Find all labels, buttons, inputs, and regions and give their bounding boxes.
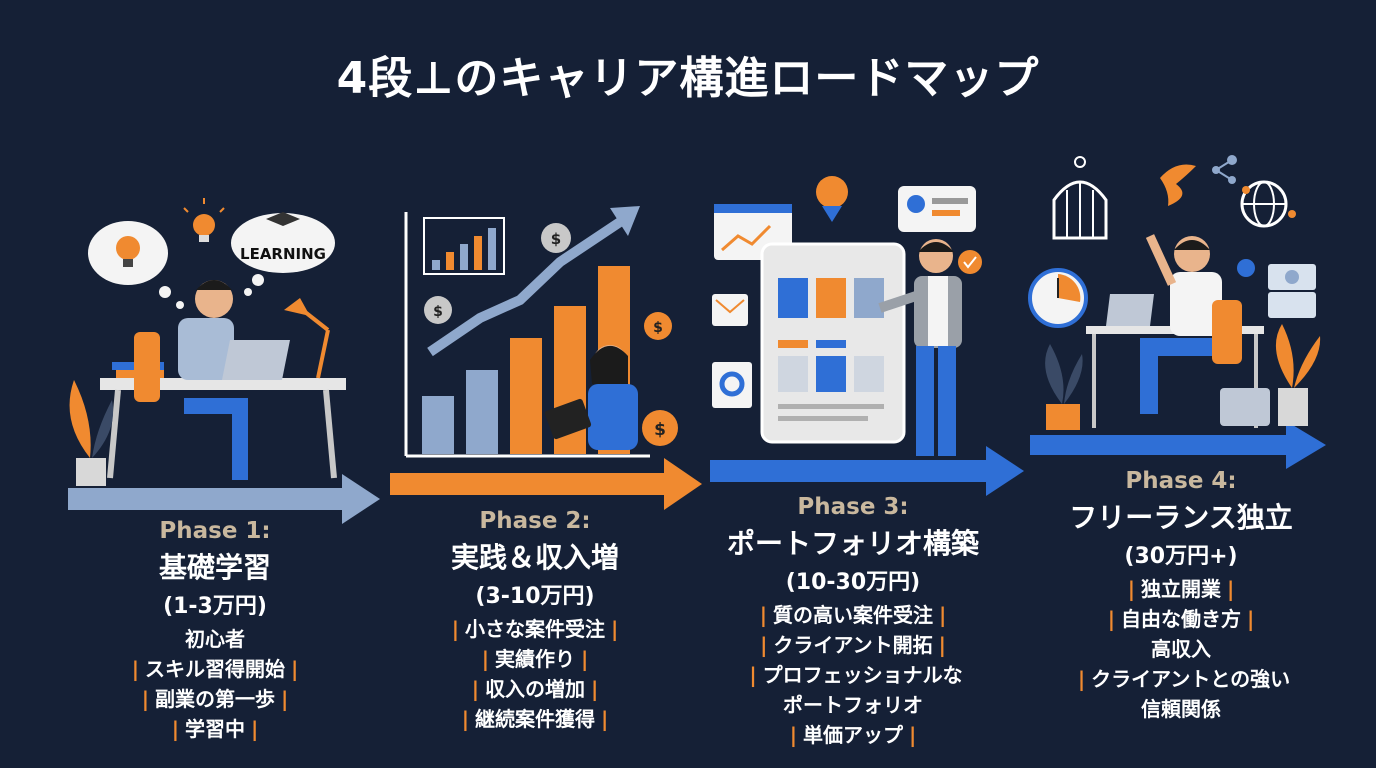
growth-arrow-icon	[427, 217, 623, 357]
svg-text:$: $	[433, 304, 443, 320]
arrow-phase-1	[68, 474, 380, 524]
phase-item: |単価アップ|	[789, 723, 917, 747]
bird-icon	[1160, 164, 1196, 206]
phase-range: (30万円+)	[1124, 544, 1238, 569]
phase-4-scene	[1028, 155, 1321, 430]
coin-icon: $	[644, 312, 672, 340]
phase-item: |継続案件獲得|	[461, 707, 609, 731]
svg-text:$: $	[653, 320, 663, 336]
money-bag-icon: $	[541, 223, 571, 253]
phase-range: (10-30万円)	[785, 570, 921, 595]
plant-pot-icon	[1278, 388, 1308, 426]
phase-name: ポートフォリオ構築	[726, 527, 979, 560]
share-icon	[1212, 155, 1237, 184]
phase-item: |クライアント開拓|	[760, 633, 946, 657]
phase-item: |独立開業|	[1127, 577, 1235, 601]
phase-range: (3-10万円)	[475, 584, 595, 609]
phase-item: |プロフェッショナルな	[749, 663, 963, 687]
phase-label: Phase 4:	[1125, 468, 1237, 494]
phase-item: 高収入	[1151, 637, 1211, 661]
tablet-icon	[544, 398, 592, 440]
chart-bar	[422, 396, 454, 454]
phase-range: (1-3万円)	[163, 594, 267, 619]
phase-2-scene: $ $ $ $	[404, 206, 678, 458]
pie-chart-icon	[712, 362, 752, 408]
laptop-icon	[222, 340, 290, 380]
phase-1-scene: LEARNING	[69, 198, 346, 486]
phase-item: ポートフォリオ	[783, 693, 923, 717]
phase-3-scene	[712, 176, 982, 456]
phase-label: Phase 1:	[159, 518, 271, 544]
speech-cloud-icon	[231, 213, 335, 273]
money-bag-icon: $	[642, 410, 678, 446]
phase-name: 実践＆収入増	[450, 541, 619, 574]
phase-item: |自由な働き方|	[1107, 607, 1255, 631]
phase-item: |実績作り|	[481, 647, 589, 671]
phase-item: |小さな案件受注|	[451, 617, 619, 641]
phase-name: フリーランス独立	[1069, 501, 1293, 534]
svg-text:$: $	[551, 230, 561, 248]
phase-label: Phase 3:	[797, 494, 909, 520]
phase-4-block: Phase 4: フリーランス独立 (30万円+) |独立開業| |自由な働き方…	[1036, 468, 1326, 724]
phase-1-block: Phase 1: 基礎学習 (1-3万円) 初心者 |スキル習得開始| |副業の…	[100, 518, 330, 744]
plant-pot-icon	[1046, 404, 1080, 430]
phase-item: |クライアントとの強い	[1077, 667, 1291, 691]
plant-pot-icon	[76, 458, 106, 486]
phase-item: 信頼関係	[1141, 697, 1221, 721]
lightbulb-icon	[183, 198, 225, 242]
arrow-phase-4	[1030, 421, 1326, 469]
phase-item: |学習中|	[171, 717, 259, 741]
graduation-cap-icon	[266, 212, 300, 226]
briefcase-icon	[1220, 388, 1270, 426]
svg-text:$: $	[654, 420, 666, 440]
phase-item: |収入の増加|	[471, 677, 599, 701]
lightbulb-icon	[116, 236, 140, 267]
mail-icon	[712, 294, 748, 326]
chart-bar	[466, 370, 498, 454]
phase-item: |スキル習得開始|	[131, 657, 299, 681]
arrow-phase-3	[710, 446, 1024, 496]
check-icon	[958, 250, 982, 274]
laptop-icon	[1106, 294, 1154, 326]
dollar-icon	[1237, 259, 1255, 277]
phase-item: 初心者	[185, 627, 245, 651]
phase-3-block: Phase 3: ポートフォリオ構築 (10-30万円) |質の高い案件受注| …	[705, 494, 1001, 750]
page-title: 4段⊥のキャリア構進ロードマップ	[336, 53, 1040, 104]
phase-name: 基礎学習	[158, 551, 271, 584]
award-badge-icon	[816, 176, 848, 208]
phase-item: |質の高い案件受注|	[759, 603, 947, 627]
money-bag-icon: $	[424, 296, 452, 324]
phase-item: |副業の第一歩|	[141, 687, 289, 711]
chart-bar	[510, 338, 542, 454]
birdcage-icon	[1052, 180, 1108, 240]
bubble-text: LEARNING	[240, 245, 326, 263]
phase-label: Phase 2:	[479, 508, 591, 534]
arrow-phase-2	[390, 458, 702, 510]
phase-2-block: Phase 2: 実践＆収入増 (3-10万円) |小さな案件受注| |実績作り…	[410, 508, 660, 734]
